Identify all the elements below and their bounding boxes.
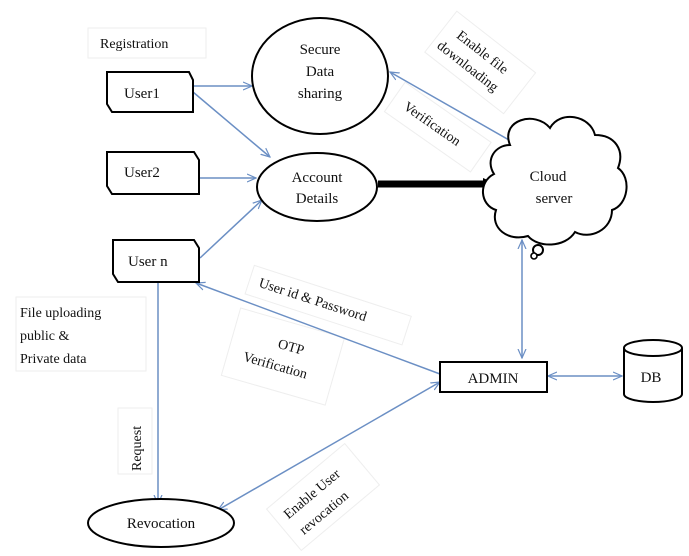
file-upload-line3: Private data bbox=[20, 352, 87, 367]
cloud-server-node: Cloud server bbox=[482, 115, 628, 260]
db-node: DB bbox=[623, 339, 683, 403]
enable-file-downloading-label: Enable file downloading bbox=[424, 10, 537, 115]
user1-label: User1 bbox=[124, 86, 160, 102]
arrow-usern-to-account bbox=[199, 200, 262, 259]
account-line2: Details bbox=[296, 191, 339, 207]
arrow-secure-cloud bbox=[390, 72, 530, 152]
user1-node: User1 bbox=[106, 71, 194, 113]
request-label: Request bbox=[117, 407, 153, 475]
cloud-line2: server bbox=[536, 191, 573, 207]
arrow-user1-to-account bbox=[192, 91, 270, 157]
secure-data-sharing-node: Secure Data sharing bbox=[251, 17, 389, 135]
file-upload-line2: public & bbox=[20, 329, 69, 344]
secure-line2: Data bbox=[306, 64, 335, 80]
file-uploading-label: File uploading public & Private data bbox=[15, 296, 147, 372]
user2-label: User2 bbox=[124, 165, 160, 181]
cloud-line1: Cloud bbox=[530, 169, 567, 185]
verification-label: Verification bbox=[383, 81, 492, 173]
admin-label: ADMIN bbox=[468, 371, 519, 387]
enable-user-revocation-label: Enable User revocation bbox=[265, 442, 381, 552]
secure-line1: Secure bbox=[300, 42, 341, 58]
db-label: DB bbox=[641, 370, 662, 386]
account-details-node: Account Details bbox=[256, 152, 378, 222]
usern-node: User n bbox=[112, 239, 200, 283]
arrow-admin-to-usern bbox=[196, 283, 441, 375]
file-upload-line1: File uploading bbox=[20, 306, 101, 321]
revocation-label: Revocation bbox=[127, 516, 196, 532]
arrow-admin-revocation bbox=[218, 382, 440, 510]
usern-label: User n bbox=[128, 254, 168, 270]
secure-line3: sharing bbox=[298, 86, 343, 102]
admin-node: ADMIN bbox=[439, 361, 548, 393]
request-text: Request bbox=[130, 426, 145, 471]
account-line1: Account bbox=[292, 170, 344, 186]
revocation-node: Revocation bbox=[87, 498, 235, 548]
otp-verification-label: OTP Verification bbox=[220, 307, 346, 406]
registration-text: Registration bbox=[100, 37, 168, 52]
otp-line1: OTP bbox=[276, 337, 306, 359]
registration-label: Registration bbox=[87, 27, 207, 59]
connectors bbox=[158, 72, 622, 510]
user2-node: User2 bbox=[106, 151, 200, 195]
